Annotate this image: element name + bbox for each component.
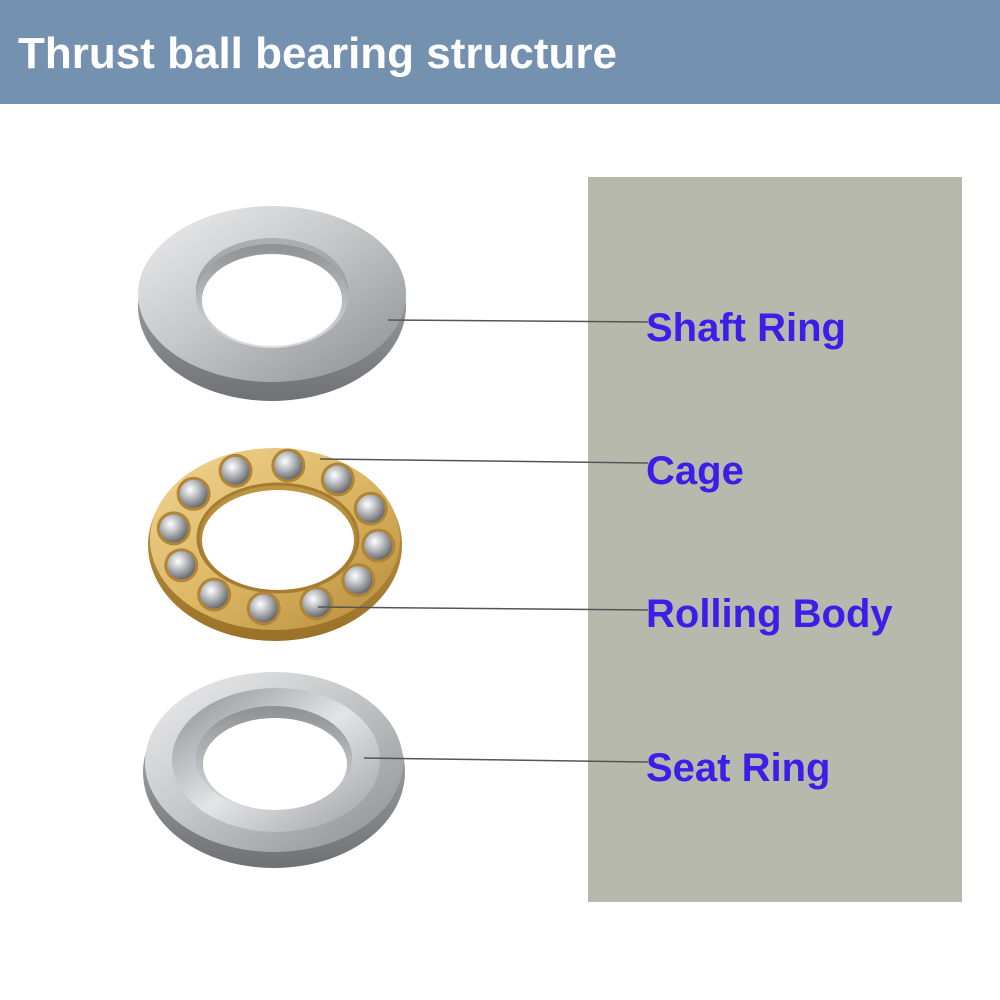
steel-ball xyxy=(159,514,188,543)
leader-line-cage xyxy=(319,458,649,464)
steel-ball xyxy=(221,456,250,485)
steel-ball xyxy=(200,580,229,609)
leader-line-rolling-body xyxy=(317,606,649,611)
steel-ball xyxy=(167,551,196,580)
shaft-ring-label: Shaft Ring xyxy=(646,306,846,350)
steel-ball xyxy=(364,531,393,560)
seat-ring-label: Seat Ring xyxy=(646,746,831,790)
seat-ring xyxy=(143,672,405,868)
steel-ball xyxy=(323,465,352,494)
steel-ball xyxy=(356,494,385,523)
cage-label: Cage xyxy=(646,449,744,493)
steel-ball xyxy=(249,594,278,623)
header-banner: Thrust ball bearing structure xyxy=(0,0,1000,104)
steel-ball xyxy=(344,566,373,595)
steel-ball xyxy=(179,479,208,508)
leader-line-seat-ring xyxy=(363,757,649,763)
label-panel xyxy=(588,177,962,902)
shaft-ring xyxy=(138,206,406,401)
leader-line-shaft-ring xyxy=(387,319,649,323)
steel-ball xyxy=(274,451,303,480)
page-title: Thrust ball bearing structure xyxy=(18,29,617,78)
rolling-body xyxy=(156,448,396,626)
rolling-body-label: Rolling Body xyxy=(646,592,893,636)
steel-ball xyxy=(302,589,331,618)
